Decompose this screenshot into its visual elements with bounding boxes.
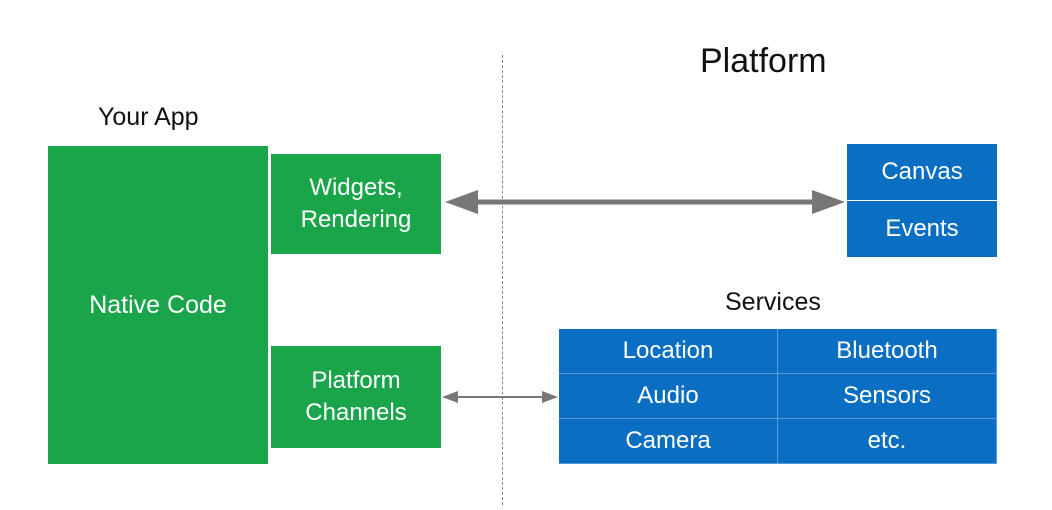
native-code-box: Native Code: [48, 146, 268, 464]
channels-services-arrow: [442, 391, 558, 403]
boundary-divider: [502, 55, 503, 505]
widgets-label-line2: Rendering: [300, 206, 412, 233]
channels-label-line1: Platform: [311, 367, 401, 394]
canvas-box: Canvas: [847, 144, 997, 200]
service-etc: etc.: [778, 419, 996, 463]
platform-channels-box: Platform Channels: [271, 346, 441, 448]
widgets-canvas-arrow: [445, 190, 845, 214]
services-grid: Location Bluetooth Audio Sensors Camera …: [559, 329, 997, 464]
platform-heading: Platform: [700, 42, 827, 80]
your-app-heading: Your App: [98, 103, 199, 131]
services-heading: Services: [725, 288, 821, 316]
service-location: Location: [559, 329, 777, 373]
events-box: Events: [847, 201, 997, 257]
channels-label-line2: Channels: [305, 399, 407, 426]
service-sensors: Sensors: [778, 374, 996, 418]
service-audio: Audio: [559, 374, 777, 418]
canvas-label: Canvas: [881, 158, 963, 185]
service-bluetooth: Bluetooth: [778, 329, 996, 373]
widgets-label-line1: Widgets,: [309, 174, 403, 201]
widgets-rendering-box: Widgets, Rendering: [271, 154, 441, 254]
events-label: Events: [885, 215, 959, 242]
native-code-label: Native Code: [89, 290, 227, 319]
service-camera: Camera: [559, 419, 777, 463]
